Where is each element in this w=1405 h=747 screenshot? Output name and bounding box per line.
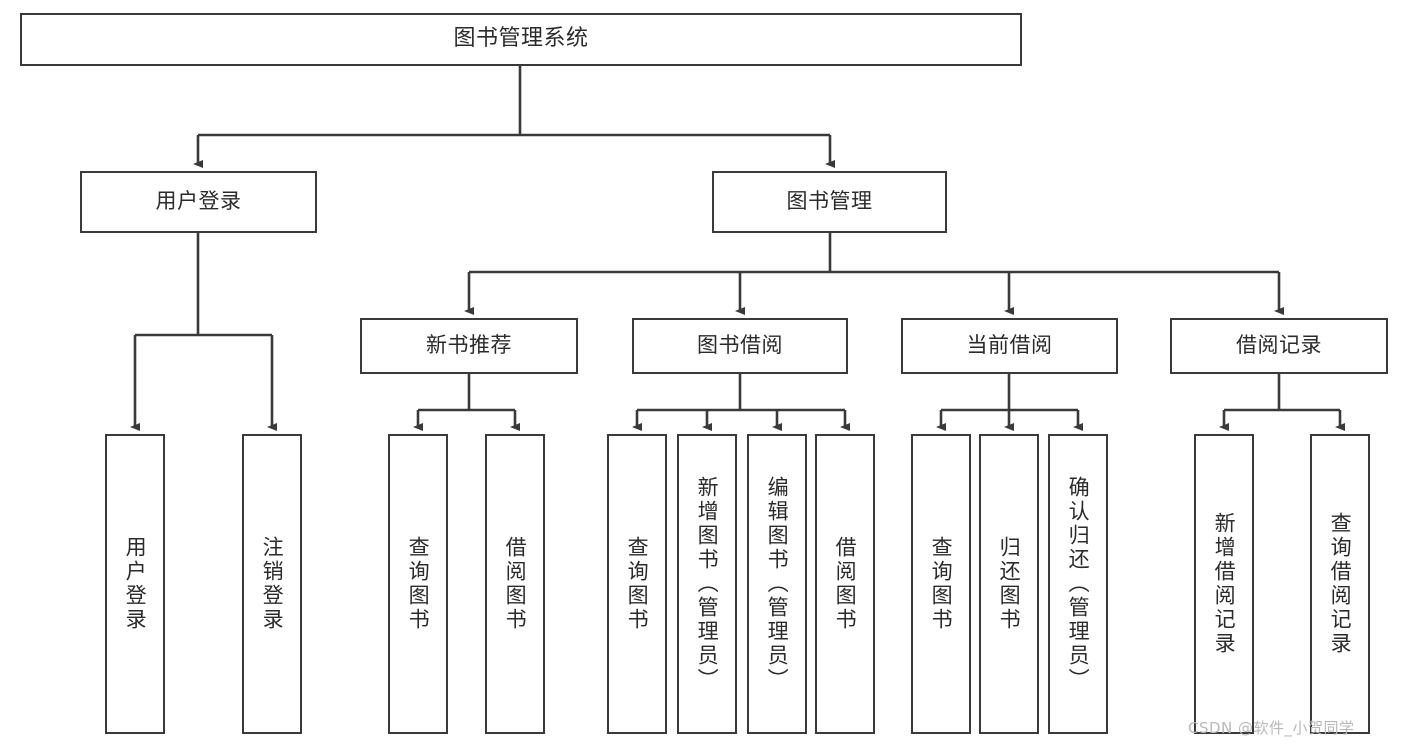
node-borrow-record-label: 借阅记录 <box>1236 333 1322 358</box>
leaf-label: 查询图书 <box>929 536 954 632</box>
leaf-label: 查询图书 <box>625 536 650 632</box>
leaf-record-query: 查询借阅记录 <box>1310 434 1370 734</box>
node-borrow-record: 借阅记录 <box>1170 318 1388 374</box>
leaf-borrow-edit-book-admin: 编辑图书（管理员） <box>747 434 807 734</box>
leaf-label: 用户登录 <box>123 536 148 632</box>
node-current-borrow-label: 当前借阅 <box>966 333 1053 358</box>
node-new-book-recommend: 新书推荐 <box>360 318 578 374</box>
leaf-label: 注销登录 <box>260 536 285 632</box>
leaf-record-add: 新增借阅记录 <box>1194 434 1254 734</box>
leaf-borrow-query-book: 查询图书 <box>607 434 667 734</box>
leaf-borrow-borrow-book: 借阅图书 <box>815 434 875 734</box>
leaf-label: 编辑图书（管理员） <box>765 476 790 692</box>
leaf-label: 查询借阅记录 <box>1328 512 1353 656</box>
leaf-label: 归还图书 <box>997 536 1022 632</box>
leaf-label: 查询图书 <box>406 536 431 632</box>
leaf-current-query-book: 查询图书 <box>911 434 971 734</box>
node-book-manage: 图书管理 <box>712 171 947 233</box>
node-new-book-recommend-label: 新书推荐 <box>426 333 512 358</box>
leaf-new-book-borrow: 借阅图书 <box>485 434 545 734</box>
node-root-label: 图书管理系统 <box>453 26 589 52</box>
csdn-watermark: CSDN @软件_小贺同学 <box>1188 717 1355 738</box>
node-user-login: 用户登录 <box>80 171 317 233</box>
node-root-system: 图书管理系统 <box>20 13 1022 66</box>
leaf-user-login-login: 用户登录 <box>105 434 165 734</box>
leaf-new-book-query: 查询图书 <box>388 434 448 734</box>
csdn-watermark-text: CSDN @软件_小贺同学 <box>1188 719 1355 737</box>
leaf-label: 确认归还（管理员） <box>1066 476 1091 692</box>
node-book-manage-label: 图书管理 <box>786 189 873 214</box>
node-current-borrow: 当前借阅 <box>901 318 1118 374</box>
leaf-label: 新增借阅记录 <box>1212 512 1237 656</box>
leaf-label: 借阅图书 <box>833 536 858 632</box>
leaf-current-return-book: 归还图书 <box>979 434 1039 734</box>
leaf-current-confirm-return-admin: 确认归还（管理员） <box>1048 434 1108 734</box>
leaf-borrow-add-book-admin: 新增图书（管理员） <box>677 434 737 734</box>
node-book-borrow: 图书借阅 <box>632 318 848 374</box>
node-book-borrow-label: 图书借阅 <box>697 333 783 358</box>
leaf-label: 新增图书（管理员） <box>695 476 720 692</box>
node-user-login-label: 用户登录 <box>155 189 242 214</box>
leaf-label: 借阅图书 <box>503 536 528 632</box>
leaf-user-login-logout: 注销登录 <box>242 434 302 734</box>
